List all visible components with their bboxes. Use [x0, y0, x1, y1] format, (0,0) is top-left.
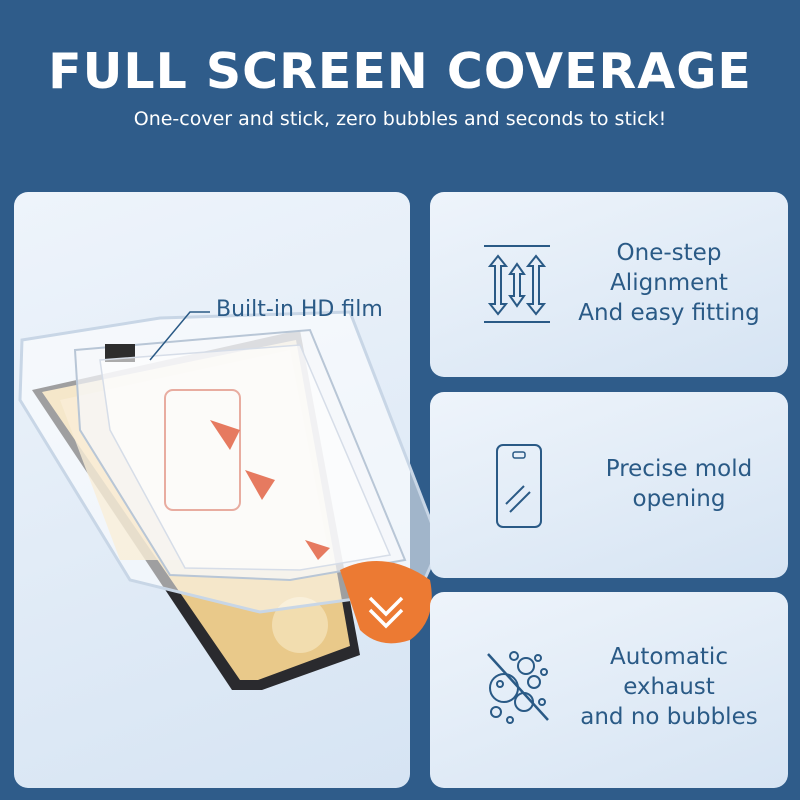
- hd-film-sheet: [99, 344, 392, 571]
- page-subtitle: One-cover and stick, zero bubbles and se…: [133, 108, 667, 130]
- label-pointer-line: [149, 311, 210, 361]
- page-title: FULL SCREEN COVERAGE: [48, 43, 752, 100]
- alignment-arrows-icon: [484, 245, 550, 323]
- feature-text-exhaust: Automatic exhaust and no bubbles: [580, 644, 758, 730]
- bubbles-crossed-icon: [487, 651, 549, 724]
- feature-text-alignment: One-step Alignment And easy fitting: [578, 240, 760, 326]
- feature-text-mold: Precise mold opening: [605, 456, 753, 512]
- feature-card-alignment: One-step Alignment And easy fitting: [430, 192, 788, 377]
- built-in-film-label: Built-in HD film: [216, 297, 383, 322]
- feature-card-mold: Precise mold opening: [430, 392, 788, 578]
- orange-pull-tab: [340, 561, 432, 644]
- feature-card-exhaust: Automatic exhaust and no bubbles: [430, 592, 788, 788]
- phone-outline-icon: [496, 444, 542, 528]
